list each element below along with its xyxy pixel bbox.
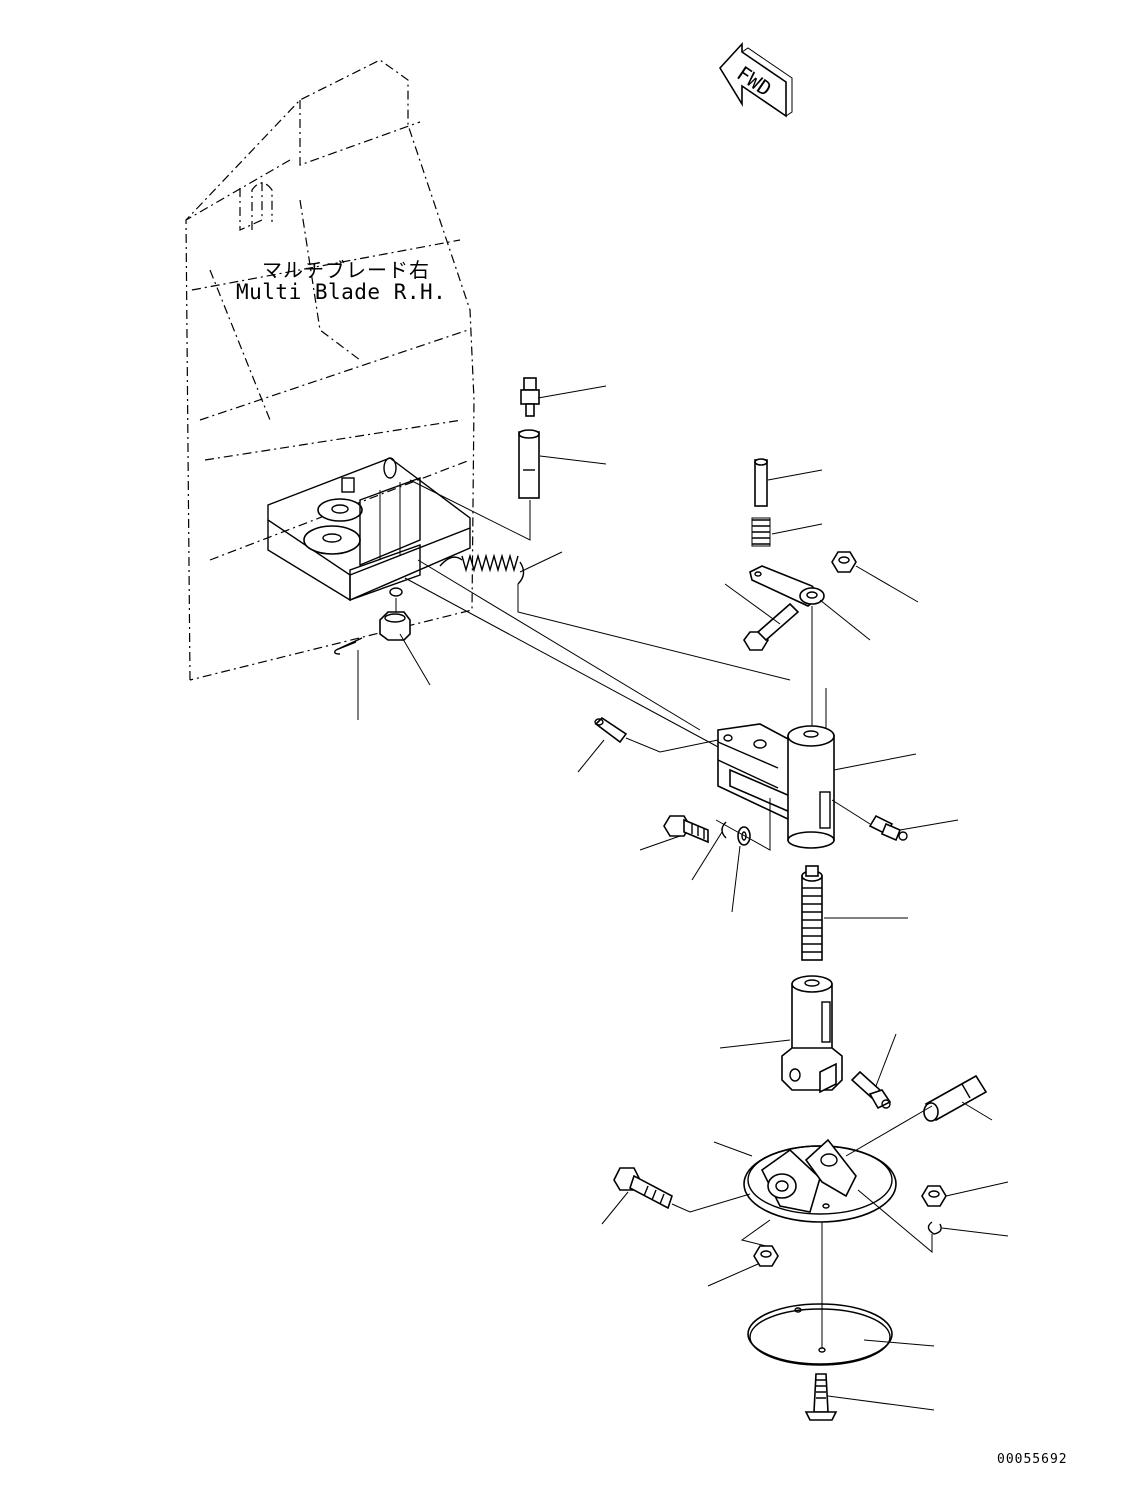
snap-ring	[721, 821, 727, 839]
cotter-pin	[333, 637, 363, 655]
hex-nut	[379, 611, 411, 641]
bottom-screw	[804, 1373, 838, 1421]
hinge-bolt	[663, 815, 709, 844]
assembly-label-japanese: マルチブレード右	[262, 258, 430, 282]
grease-fitting-lower	[850, 1070, 892, 1110]
cylinder-post	[781, 975, 843, 1094]
fwd-arrow-icon: FWD	[719, 41, 793, 118]
hinge-body	[717, 723, 835, 849]
small-pin	[754, 458, 768, 507]
base-snap-ring	[927, 1221, 942, 1235]
compression-spring	[751, 517, 771, 547]
grease-fitting-top	[520, 377, 540, 417]
drawing-number: 00055692	[997, 1452, 1068, 1467]
base-bolt	[613, 1167, 673, 1210]
multi-blade-outline	[185, 59, 475, 681]
long-pin	[518, 429, 540, 499]
blade-mounting-bracket	[267, 457, 471, 602]
pivot-pin	[923, 1074, 988, 1122]
lever-arm	[749, 565, 825, 607]
assembly-label-english: Multi Blade R.H.	[236, 280, 447, 304]
base-nut-left	[753, 1245, 779, 1267]
dowel-pin	[594, 716, 628, 744]
threaded-rod	[801, 865, 823, 961]
tension-spring	[439, 553, 525, 585]
lever-bolt	[743, 602, 800, 651]
base-nut-right	[921, 1185, 947, 1207]
base-plate	[743, 1138, 897, 1223]
grease-fitting-right	[868, 814, 908, 842]
cover-disc	[747, 1303, 893, 1366]
lever-nut	[831, 551, 857, 573]
